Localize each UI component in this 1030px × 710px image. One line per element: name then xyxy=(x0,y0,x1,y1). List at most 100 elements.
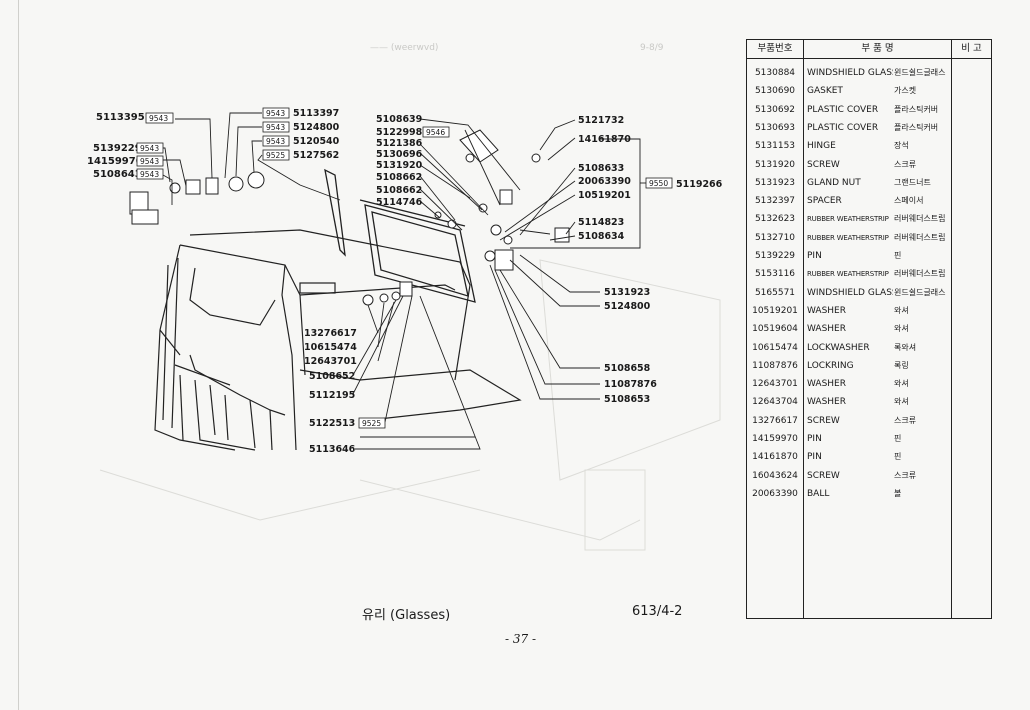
label-5127562: 5127562 xyxy=(293,150,339,161)
part-name-ko: 장석 xyxy=(894,141,909,151)
part-name-ko: 그랜드너트 xyxy=(894,177,931,187)
table-row: 5132397 SPACER 스페이서 xyxy=(747,192,991,210)
ref-box-9543: 9543 xyxy=(140,170,159,179)
part-name-en: WINDSHIELD GLASS xyxy=(807,287,893,298)
label-12643701: 12643701 xyxy=(304,356,357,367)
label-5108639: 5108639 xyxy=(376,114,422,125)
cab-body xyxy=(154,229,522,451)
label-5108633: 5108633 xyxy=(578,163,624,174)
ref-box-9543: 9543 xyxy=(266,137,285,146)
ref-box-9550: 9550 xyxy=(649,179,668,188)
label-11087876: 11087876 xyxy=(604,379,657,390)
header-remark: 비 고 xyxy=(961,43,982,54)
part-name-ko: 와셔 xyxy=(894,324,909,334)
label-5121732: 5121732 xyxy=(578,115,624,126)
part-number: 5132397 xyxy=(754,196,796,207)
part-name-ko: 스크류 xyxy=(894,470,917,480)
part-number: 12643704 xyxy=(752,397,798,408)
figure-reference: 613/4-2 xyxy=(632,604,683,619)
label-5112195: 5112195 xyxy=(309,390,355,401)
part-number: 16043624 xyxy=(752,470,798,481)
part-name-ko: 스크류 xyxy=(894,159,917,169)
part-number: 12643701 xyxy=(752,379,798,390)
label-5108643: 5108643 xyxy=(93,169,142,180)
label-5119266: 5119266 xyxy=(676,179,723,190)
part-name-ko: 윈드쉴드글래스 xyxy=(894,68,946,77)
label-10615474: 10615474 xyxy=(304,342,357,353)
label-5113395: 5113395 xyxy=(96,112,145,123)
part-number: 5131923 xyxy=(754,177,796,188)
header-part-no: 부품번호 xyxy=(757,43,793,54)
part-number: 5132623 xyxy=(754,214,796,225)
part-name-ko: 러버웨더스트립 xyxy=(894,232,946,242)
exploded-parts-diagram: —— (weerwvd) 9-8/9 xyxy=(87,43,723,551)
part-name-en: PIN xyxy=(807,251,822,261)
label-5122998: 5122998 xyxy=(376,127,423,138)
label-5108662: 5108662 xyxy=(376,185,422,196)
figure-title: 유리 (Glasses) xyxy=(362,608,451,623)
part-name-en: WINDSHIELD GLASS xyxy=(807,68,893,78)
label-5139229: 5139229 xyxy=(93,143,142,154)
part-name-en: SCREW xyxy=(807,470,840,481)
windshield-frame xyxy=(324,168,476,303)
part-number: 11087876 xyxy=(752,360,798,371)
part-number: 13276617 xyxy=(752,415,798,426)
hinge-parts xyxy=(129,129,570,306)
part-name-en: LOCKRING xyxy=(807,360,854,371)
part-name-en: SCREW xyxy=(807,159,840,170)
part-number: 10615474 xyxy=(752,342,798,353)
part-name-en: PIN xyxy=(807,452,822,463)
table-row: 16043624 SCREW 스크류 xyxy=(747,467,991,485)
part-name-en: GLAND NUT xyxy=(807,177,861,188)
table-row: 5131923 GLAND NUT 그랜드너트 xyxy=(747,174,991,192)
label-5122513: 5122513 xyxy=(309,418,355,429)
bleed-through-ghost xyxy=(99,259,721,551)
part-name-ko: 와셔 xyxy=(894,305,909,315)
label-13276617: 13276617 xyxy=(304,328,357,339)
label-5108658: 5108658 xyxy=(604,363,651,374)
part-name-ko: 볼 xyxy=(894,488,902,498)
ref-box-9525: 9525 xyxy=(266,151,285,160)
label-5131923: 5131923 xyxy=(604,287,650,298)
part-name-ko: 러버웨더스트립 xyxy=(894,269,946,279)
part-name-en: HINGE xyxy=(807,141,836,152)
label-5114746: 5114746 xyxy=(376,197,423,208)
ref-box-9543: 9543 xyxy=(149,114,168,123)
label-5114823: 5114823 xyxy=(578,217,624,228)
part-number: 10519201 xyxy=(752,305,798,316)
header-part-name: 부 품 명 xyxy=(861,43,894,54)
part-name-en: LOCKWASHER xyxy=(807,342,870,353)
part-name-en: RUBBER WEATHERSTRIP xyxy=(807,270,889,279)
label-5108662: 5108662 xyxy=(376,172,422,183)
ghost-text-1: —— (weerwvd) xyxy=(370,43,438,53)
label-14161870: 14161870 xyxy=(578,134,631,145)
part-name-en: PIN xyxy=(807,434,822,444)
part-name-en: RUBBER WEATHERSTRIP xyxy=(807,215,889,224)
page-edge-line xyxy=(18,0,19,710)
table-divider xyxy=(803,40,804,618)
part-name-ko: 와셔 xyxy=(894,379,909,389)
table-row: 10519201 WASHER 와셔 xyxy=(747,302,991,320)
part-name-en: SPACER xyxy=(807,196,842,207)
ref-box-9543: 9543 xyxy=(140,157,159,166)
part-name-ko: 스페이서 xyxy=(894,196,924,206)
part-name-ko: 가스켓 xyxy=(894,86,917,96)
part-name-ko: 윈드쉴드글래스 xyxy=(894,287,946,297)
part-name-en: WASHER xyxy=(807,305,846,316)
label-10519201: 10519201 xyxy=(578,190,631,201)
part-name-ko: 핀 xyxy=(894,251,902,260)
ref-box-9543: 9543 xyxy=(266,109,285,118)
